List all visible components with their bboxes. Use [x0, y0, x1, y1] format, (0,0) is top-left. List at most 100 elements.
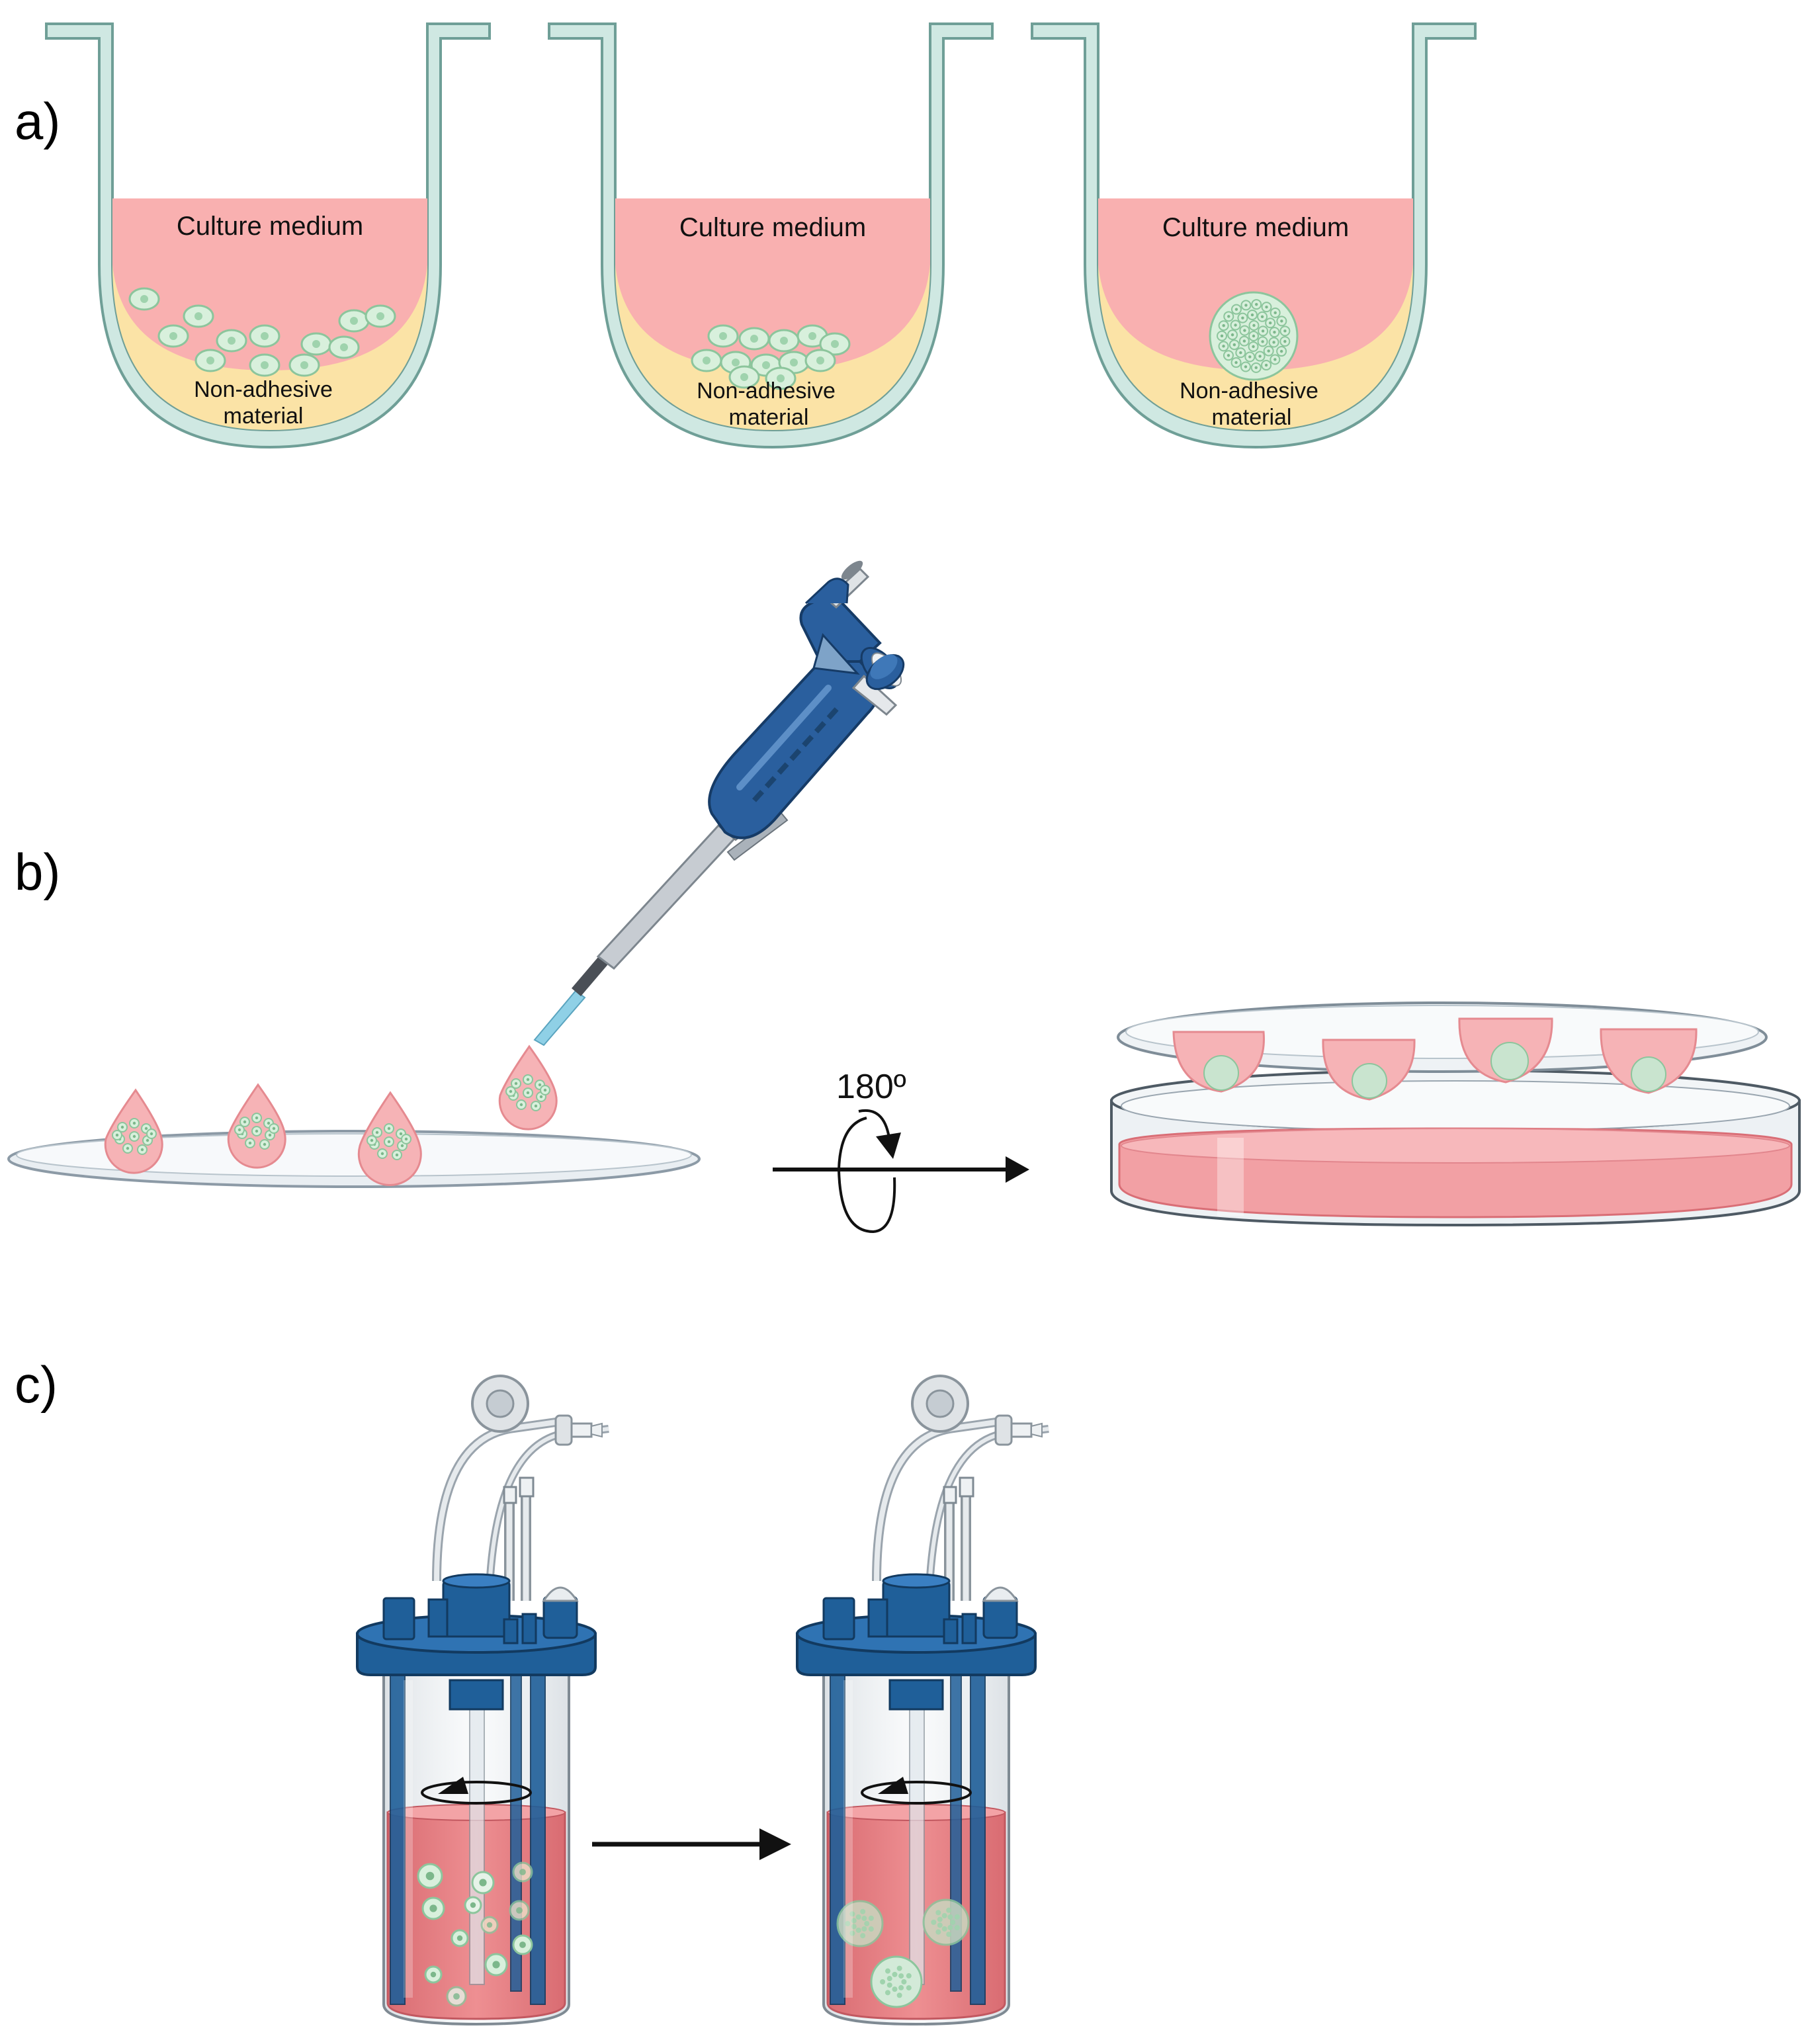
inverted-drop-1 — [1172, 1031, 1265, 1093]
spheroid-cell — [898, 1984, 904, 1990]
drop-cell — [146, 1128, 157, 1139]
spheroid-cell — [954, 1925, 960, 1931]
spheroid-cell — [1250, 362, 1262, 373]
spheroid-cell — [1223, 350, 1234, 361]
well-2: Culture medium Non-adhesive material — [548, 22, 994, 449]
spheroid-cell — [868, 1926, 874, 1932]
cell-nucleus — [430, 1971, 437, 1978]
spheroid-cell — [864, 1921, 870, 1926]
cell-nucleus — [519, 1941, 526, 1948]
cell-nucleus — [429, 1904, 437, 1912]
spheroid-cell — [1257, 311, 1268, 322]
bioreactor-cell-aggregate — [836, 1900, 884, 1947]
well-3-culture-medium — [1098, 198, 1413, 370]
spheroid-cell — [906, 1985, 912, 1991]
spheroid-cell — [931, 1920, 937, 1925]
spheroid-cell — [861, 1916, 867, 1922]
spheroid-cell — [896, 1965, 902, 1971]
spheroid-cell — [1237, 312, 1248, 323]
spheroid-cell — [1257, 336, 1268, 347]
cell-nucleus — [519, 1869, 526, 1875]
drop-cell — [384, 1136, 394, 1147]
spheroid-cell — [946, 1907, 952, 1913]
spheroid-cell — [855, 1927, 861, 1933]
cell-nucleus — [492, 1961, 500, 1969]
drop-cell — [366, 1135, 377, 1146]
spheroid-cell — [1223, 311, 1234, 322]
drop-cell — [384, 1123, 394, 1134]
drop-cell — [269, 1123, 279, 1134]
drop-4 — [498, 1044, 558, 1130]
drop-3 — [357, 1091, 422, 1186]
well-3-medium-label: Culture medium — [1162, 213, 1349, 242]
spheroid-cell — [954, 1914, 960, 1920]
cell-nucleus — [453, 1993, 460, 2000]
cell-nucleus — [470, 1902, 476, 1908]
rotation-arrow: 180º — [773, 1068, 1029, 1234]
well-1-material-label-line-2: material — [224, 404, 304, 429]
petri-dish-hanging-drops — [1110, 1001, 1801, 1227]
spheroid-cell — [947, 1924, 953, 1930]
well-1-medium-label: Culture medium — [177, 212, 363, 241]
spheroid-cell — [906, 1973, 912, 1979]
drop-cell — [523, 1074, 533, 1085]
drop-cell — [234, 1125, 245, 1135]
well-3-spheroid — [1209, 291, 1299, 381]
spheroid-cell — [898, 1973, 904, 1979]
bioreactor-1 — [356, 1375, 609, 2026]
spheroid-cell — [1247, 310, 1258, 321]
spheroid-cell — [860, 1933, 866, 1939]
spheroid-cell — [1279, 325, 1291, 337]
spheroid-cell — [851, 1924, 857, 1930]
spheroid-cell — [950, 1920, 956, 1925]
spheroid-cell — [937, 1916, 943, 1922]
spheroid-cell — [935, 1910, 941, 1916]
well-2-culture-medium — [615, 198, 930, 370]
spheroid-cell — [1217, 330, 1228, 341]
spheroid-cell — [1230, 319, 1241, 331]
spheroid-cell — [1276, 346, 1287, 357]
spheroid-cell — [1269, 327, 1280, 338]
cell-nucleus — [479, 1879, 487, 1887]
spheroid-cell — [937, 1922, 943, 1928]
spheroid-cell — [860, 1908, 866, 1914]
spheroid-cell — [886, 1982, 892, 1988]
spheroid-cell — [935, 1929, 941, 1935]
spheroid-cell — [845, 1921, 851, 1926]
spheroid-cell — [868, 1915, 874, 1921]
spheroid-cell — [1254, 351, 1266, 362]
drop-cell — [122, 1143, 133, 1154]
inverted-drop-2 — [1322, 1039, 1416, 1101]
spheroid-cell — [1218, 320, 1229, 331]
spheroid-cell — [1279, 336, 1291, 347]
spheroid-cell — [1230, 357, 1242, 368]
bioreactor-2 — [796, 1375, 1049, 2026]
spheroid-cell — [1263, 345, 1274, 357]
spheroid-cell — [886, 1976, 892, 1982]
drop-cell — [377, 1148, 388, 1159]
spheroid-cell — [855, 1914, 861, 1920]
spheroid-cell — [1248, 341, 1259, 352]
spheroid-cell — [1228, 339, 1240, 351]
panel-c-label: c) — [15, 1355, 58, 1414]
spheroid-cell — [896, 1992, 902, 1998]
cell-nucleus — [486, 1922, 493, 1928]
spheroid-cell — [849, 1930, 855, 1936]
spheroid-cell — [892, 1971, 898, 1977]
spheroid-cell — [1235, 347, 1246, 359]
drop-cell — [523, 1087, 533, 1098]
spheroid-cell — [1244, 351, 1256, 362]
spheroid-cell — [941, 1926, 947, 1932]
glass-lid-plate — [7, 1130, 701, 1188]
spheroid-cell — [1230, 304, 1242, 315]
well-3: Culture medium Non-adhesive material — [1031, 22, 1477, 449]
micropipette — [533, 560, 905, 1046]
spheroid-cell — [1265, 318, 1276, 329]
spheroid-cell — [880, 1979, 886, 1984]
well-2-material-label-line-1: Non-adhesive — [697, 378, 836, 404]
well-3-material-label-line-2: material — [1212, 405, 1292, 430]
inverted-drop-4 — [1600, 1028, 1698, 1094]
hanging-drops-on-plate — [104, 1044, 558, 1186]
cell-nucleus — [456, 1935, 463, 1941]
well-2-material-label-line-2: material — [729, 405, 809, 430]
